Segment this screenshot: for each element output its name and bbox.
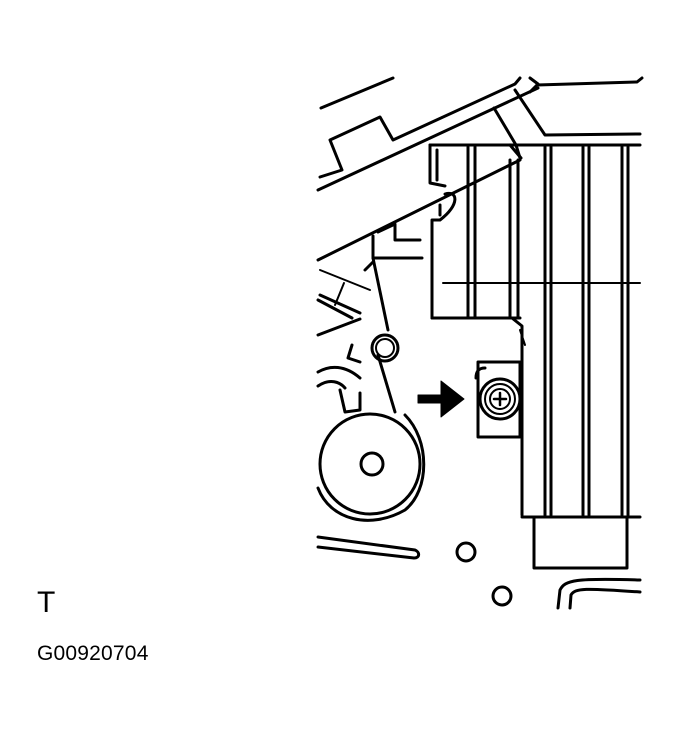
heater-unit-housing <box>428 143 642 570</box>
small-hole-2 <box>491 585 513 607</box>
left-bracket <box>316 222 424 332</box>
small-hole-1 <box>455 541 477 563</box>
bracket-hole <box>359 451 385 477</box>
view-label: T <box>37 586 56 619</box>
pipe-clamp <box>316 535 421 560</box>
mounting-bracket <box>474 360 522 439</box>
duct-panel <box>556 577 642 610</box>
arrow-right-icon <box>417 380 465 418</box>
circular-bracket <box>316 343 426 522</box>
upper-panel <box>316 76 644 192</box>
phillips-screw <box>478 377 522 421</box>
bolt-head <box>370 333 400 363</box>
figure-id: G00920704 <box>37 642 149 665</box>
diagonal-bar <box>316 143 523 337</box>
